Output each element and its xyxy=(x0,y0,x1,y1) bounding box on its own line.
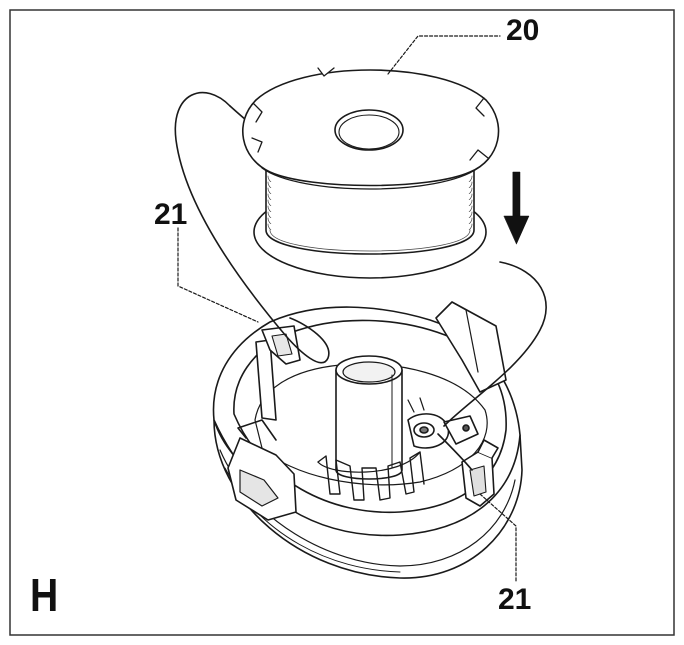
trimmer-line xyxy=(174,91,547,471)
leader-line-20 xyxy=(387,35,501,75)
down-arrow-icon xyxy=(503,171,530,245)
leader-lines xyxy=(177,35,517,583)
leader-line-21-left xyxy=(177,227,259,323)
spool-housing xyxy=(212,301,523,579)
wound-line-texture xyxy=(267,175,473,252)
callout-retainer-left-number: 21 xyxy=(154,198,188,231)
line-spool xyxy=(242,67,500,279)
spool-cover-assembly xyxy=(174,35,547,583)
callout-spool-number: 20 xyxy=(506,14,540,47)
panel-letter: H xyxy=(30,569,58,621)
callout-retainer-right-number: 21 xyxy=(498,583,532,616)
leader-line-21-right xyxy=(479,493,517,583)
